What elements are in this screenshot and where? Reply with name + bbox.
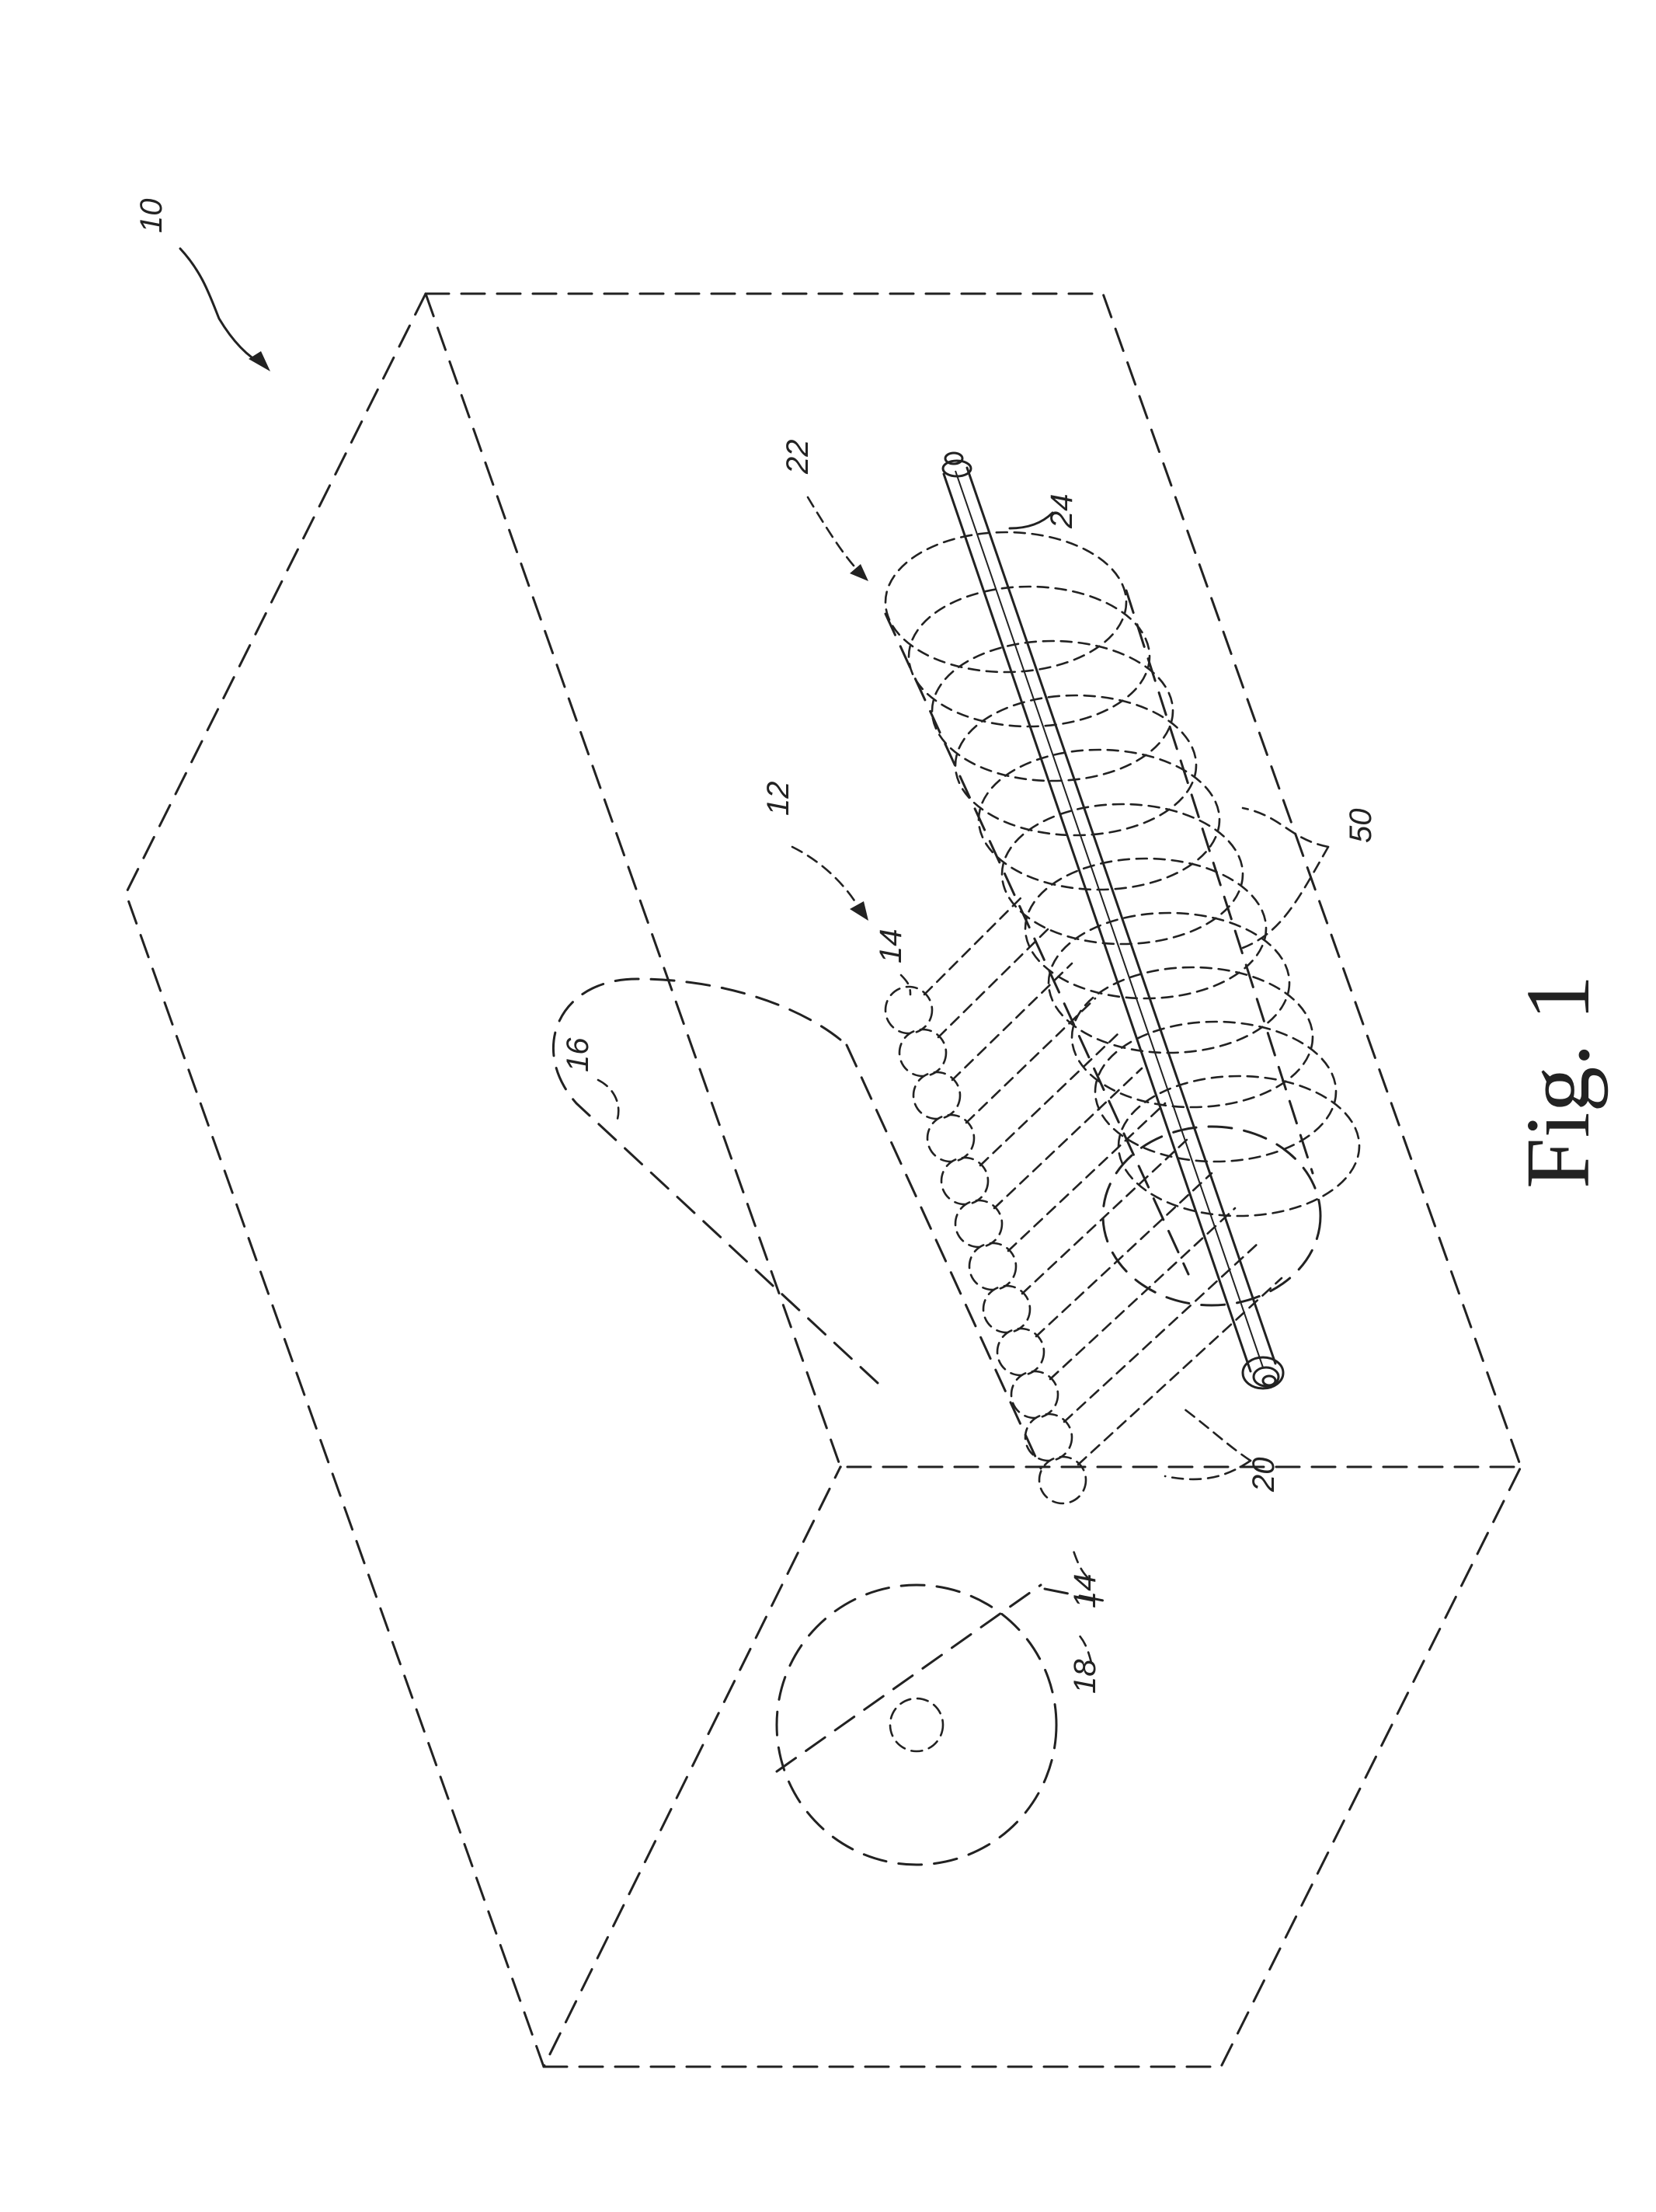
roll-disc-50	[955, 695, 1196, 835]
supply-reel-hub	[890, 1698, 943, 1751]
roll-disc-50	[1118, 1076, 1359, 1216]
shaft-bottom-core	[1263, 1376, 1275, 1385]
ref-label-18: 18	[1068, 1659, 1102, 1694]
leader-20-b	[1165, 1461, 1251, 1479]
ref-label-14: 14	[874, 929, 908, 964]
shaft-top-cap	[945, 453, 962, 464]
arrowhead-10	[249, 351, 270, 371]
spool-row-14	[885, 987, 1086, 1503]
leader-16	[598, 1080, 618, 1119]
substrate-loop-16	[553, 979, 878, 1383]
filament-20	[1022, 1138, 1188, 1294]
supply-reel-outer	[777, 1585, 1056, 1865]
leader-10	[180, 249, 264, 365]
leader-12	[792, 847, 862, 913]
roll-disc-50	[932, 641, 1173, 781]
leader-14-bottom	[1072, 1546, 1087, 1577]
leader-50-a	[1243, 808, 1328, 847]
shaft-upper-line	[944, 474, 1251, 1371]
arrowhead-22	[850, 564, 868, 581]
filament-20	[924, 894, 1025, 995]
filaments-20	[924, 894, 1282, 1465]
ref-label-16: 16	[561, 1037, 595, 1072]
ref-label-14: 14	[1068, 1574, 1102, 1609]
roll-disc-50	[1002, 804, 1243, 944]
leader-50-b	[1243, 847, 1328, 948]
ref-label-12: 12	[761, 782, 795, 817]
ref-label-22: 22	[781, 440, 815, 475]
filament-20	[1008, 1103, 1165, 1251]
filament-20	[938, 928, 1049, 1037]
leader-20-a	[1181, 1406, 1251, 1461]
housing-bottom-edge	[544, 1467, 1521, 2067]
filament-20	[966, 998, 1095, 1123]
ref-label-50: 50	[1344, 809, 1378, 844]
filament-20	[1050, 1208, 1235, 1379]
roll-disc-50	[885, 532, 1126, 672]
roll-disc-50	[1095, 1022, 1336, 1162]
roll-disc-50	[1025, 859, 1266, 998]
supply-reel	[777, 1585, 1056, 1865]
web-lower-edge	[777, 1585, 1041, 1771]
leader-18	[1076, 1632, 1091, 1663]
leader-14-top	[901, 975, 910, 995]
roll-disc-50	[979, 750, 1219, 890]
roll-disc-50	[1072, 967, 1313, 1107]
arrowhead-12	[850, 901, 868, 921]
leader-lines	[180, 249, 1328, 1663]
roll-upper-edge	[885, 614, 1188, 1274]
ref-label-20: 20	[1247, 1458, 1281, 1493]
ref-label-24: 24	[1045, 494, 1079, 530]
roll-disc-50	[1049, 913, 1289, 1053]
leader-22	[808, 497, 862, 575]
web-path-18	[847, 1045, 1103, 1601]
roll-disc-50	[909, 587, 1150, 726]
housing-top-face	[426, 294, 1521, 1467]
figure-caption: Fig. 1	[1507, 975, 1609, 1189]
ref-label-10: 10	[134, 199, 169, 234]
filament-20	[980, 1033, 1118, 1165]
housing-left-faces	[126, 294, 840, 2067]
